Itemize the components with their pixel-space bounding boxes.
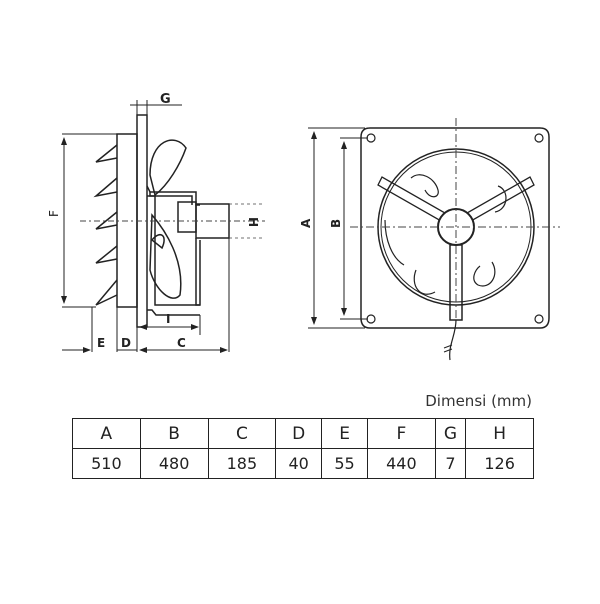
header-D: D: [275, 418, 323, 449]
header-E: E: [321, 418, 368, 449]
header-C: C: [207, 418, 277, 449]
value-E: 55: [321, 448, 368, 479]
header-B: B: [139, 418, 209, 449]
value-A: 510: [72, 448, 141, 479]
label-I: I: [166, 312, 170, 326]
value-H: 126: [465, 448, 534, 479]
label-G: G: [160, 92, 171, 107]
value-D: 40: [275, 448, 323, 479]
front-plate: [360, 127, 550, 329]
value-B: 480: [139, 448, 209, 479]
label-A: A: [299, 218, 313, 228]
header-A: A: [72, 418, 141, 449]
value-F: 440: [367, 448, 436, 479]
header-F: F: [367, 418, 436, 449]
dimension-caption: Dimensi (mm): [425, 392, 532, 410]
label-F: F: [47, 210, 61, 217]
label-H: H: [246, 217, 260, 227]
value-C: 185: [207, 448, 277, 479]
front-view: [360, 127, 550, 361]
label-E: E: [97, 336, 105, 350]
header-H: H: [465, 418, 534, 449]
header-G: G: [434, 418, 467, 449]
side-dimension-lines: [61, 100, 230, 353]
fan-blades: [384, 174, 507, 295]
label-C: C: [177, 336, 186, 350]
value-G: 7: [434, 448, 467, 479]
label-B: B: [329, 219, 343, 228]
louvre-blades: [93, 144, 118, 306]
table-value-row: 510 480 185 40 55 440 7 126: [72, 448, 534, 479]
blade-lower: [149, 213, 182, 299]
blade-upper: [149, 139, 187, 197]
front-dimension-lines: [308, 127, 368, 329]
motor-hub: [177, 201, 197, 233]
dimension-table: A B C D E F G H 510 480 185 40 55 440 7 …: [72, 418, 534, 479]
table-header-row: A B C D E F G H: [72, 418, 534, 449]
power-cable: [449, 319, 457, 361]
label-D: D: [121, 336, 131, 350]
